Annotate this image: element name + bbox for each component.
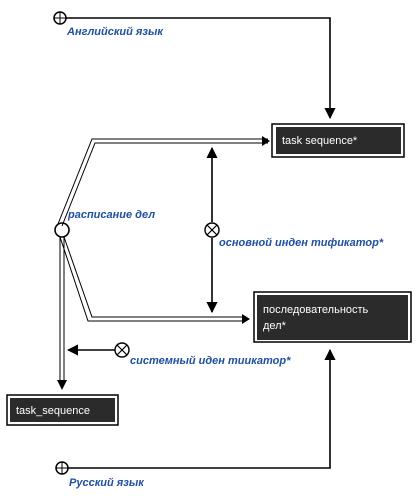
globe-icon [53, 11, 67, 25]
system-identifier-label: системный иден тиикатор* [130, 355, 291, 367]
task-schedule-node[interactable]: расписание дел [54, 209, 155, 238]
task-sequence-en-label: task sequence* [282, 135, 358, 147]
task-sequence-en-node[interactable]: task sequence* [271, 123, 405, 158]
task-sequence-sys-node[interactable]: task_sequence [6, 394, 119, 426]
task-sequence-ru-node[interactable]: последовательность дел* [253, 291, 412, 343]
schedule-to-en-arc [57, 136, 270, 227]
schedule-to-sys-arc [57, 237, 67, 390]
crossed-circle-icon [114, 342, 130, 358]
russian-to-task-sequence-arc [68, 348, 336, 469]
globe-icon [55, 461, 69, 475]
main-identifier-label: основной инден тификатор* [219, 237, 384, 249]
circle-node-icon [54, 222, 70, 238]
crossed-circle-icon [204, 222, 220, 238]
english-to-task-sequence-arc [66, 17, 336, 120]
task-sequence-ru-label-line2: дел* [263, 320, 287, 332]
task-schedule-label: расписание дел [67, 209, 155, 221]
russian-language-label: Русский язык [69, 477, 145, 489]
english-language-label: Английский язык [66, 26, 164, 38]
task-sequence-ru-label-line1: последовательность [263, 304, 369, 316]
task-sequence-sys-label: task_sequence [16, 405, 90, 417]
russian-language-node[interactable]: Русский язык [55, 461, 145, 489]
system-identifier-relation: системный иден тиикатор* [66, 342, 291, 367]
schedule-to-ru-arc [59, 236, 250, 324]
english-language-node[interactable]: Английский язык [53, 11, 164, 38]
main-identifier-relation: основной инден тификатор* [204, 146, 384, 314]
